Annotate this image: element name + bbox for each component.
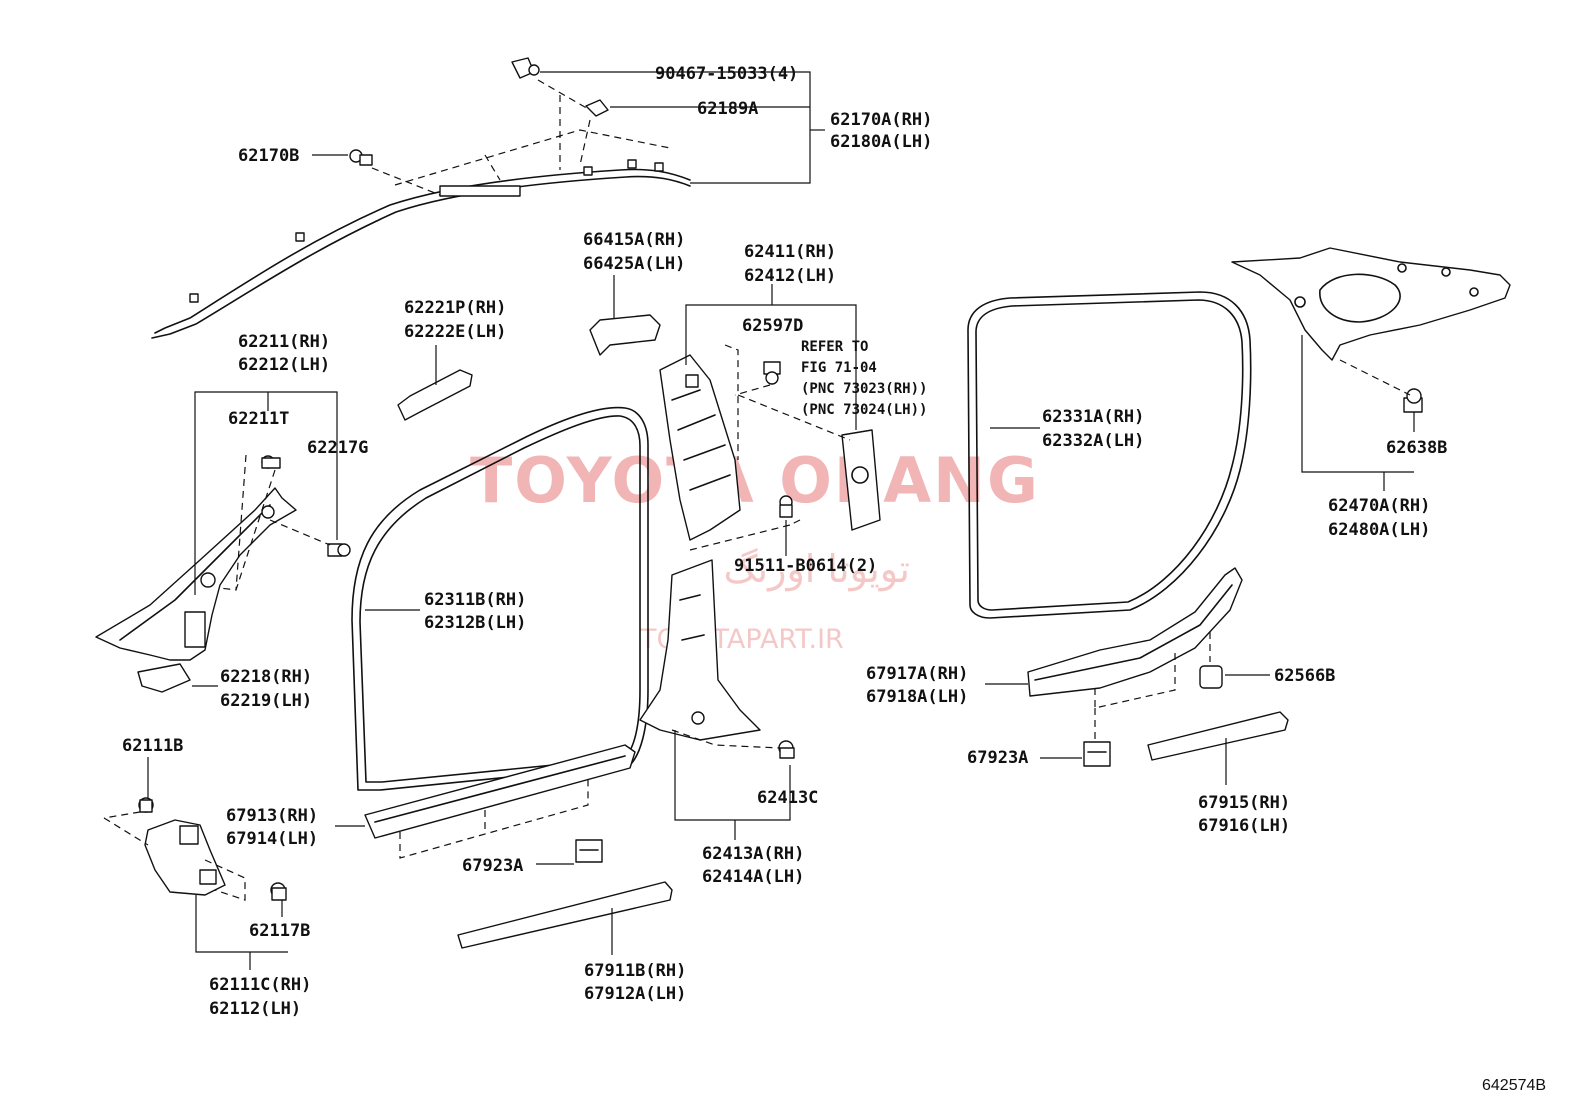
label-67917A: 67917A(RH) [866,664,968,684]
label-62566B: 62566B [1274,666,1335,686]
label-62480A: 62480A(LH) [1328,520,1430,540]
clip-62413C[interactable] [778,740,795,759]
clip-62211T[interactable] [261,455,281,469]
note-refer-to: REFER TO [801,339,868,355]
rear-door-sill-plate[interactable] [1147,711,1289,761]
label-62211: 62211(RH) [238,332,330,352]
label-67913: 67913(RH) [226,806,318,826]
clip-62117B[interactable] [270,882,287,901]
bracket-66415A[interactable] [589,314,661,356]
clip-62170B[interactable] [349,149,373,166]
label-62222E: 62222E(LH) [404,322,506,342]
clip-62638B[interactable] [1403,388,1423,413]
front-pillar-garnish[interactable] [95,487,297,661]
label-66415A: 66415A(RH) [583,230,685,250]
roof-side-inner-garnish[interactable] [1231,247,1511,361]
label-62597D: 62597D [742,316,803,336]
front-door-scuff-plate[interactable] [364,744,636,839]
screw-91511[interactable] [779,495,793,518]
label-67911B: 67911B(RH) [584,961,686,981]
seatbelt-cover[interactable] [841,429,881,531]
bracket-62218[interactable] [137,663,191,693]
label-62217G: 62217G [307,438,368,458]
label-67915: 67915(RH) [1198,793,1290,813]
label-90467-15033: 90467-15033(4) [655,64,798,84]
rear-door-scuff-plate[interactable] [1027,567,1243,697]
label-62638B: 62638B [1386,438,1447,458]
center-pillar-upper-garnish[interactable] [659,354,741,541]
watermark-persian: تویوتا اورنگ [724,547,911,592]
figure-code: 642574B [1482,1077,1546,1094]
label-67916: 67916(LH) [1198,816,1290,836]
label-62331A: 62331A(RH) [1042,407,1144,427]
label-62411: 62411(RH) [744,242,836,262]
label-67914: 67914(LH) [226,829,318,849]
center-pillar-lower-garnish[interactable] [639,559,761,741]
bracket-62221P[interactable] [397,369,473,421]
label-62170B: 62170B [238,146,299,166]
label-62311B: 62311B(RH) [424,590,526,610]
label-62413C: 62413C [757,788,818,808]
note-fig: FIG 71-04 [801,360,877,376]
label-67923A-front: 67923A [462,856,523,876]
label-62414A: 62414A(LH) [702,867,804,887]
label-62170A: 62170A(RH) [830,110,932,130]
label-62111C: 62111C(RH) [209,975,311,995]
note-pnc-lh: (PNC 73024(LH)) [801,402,927,418]
label-62112: 62112(LH) [209,999,301,1019]
label-62189A: 62189A [697,99,758,119]
label-62413A: 62413A(RH) [702,844,804,864]
label-62218: 62218(RH) [220,667,312,687]
label-62211T: 62211T [228,409,289,429]
label-62111B: 62111B [122,736,183,756]
label-66425A: 66425A(LH) [583,254,685,274]
label-62212: 62212(LH) [238,355,330,375]
label-62412: 62412(LH) [744,266,836,286]
roof-side-rail-garnish[interactable] [151,159,691,339]
clip-62566B[interactable] [1199,665,1223,689]
label-67923A-rear: 67923A [967,748,1028,768]
label-62219: 62219(LH) [220,691,312,711]
clip-67923A-front[interactable] [575,839,603,863]
label-62470A: 62470A(RH) [1328,496,1430,516]
front-door-sill-plate[interactable] [457,881,673,949]
rear-door-opening-trim[interactable] [967,291,1252,619]
watermark-brand: TOYOTA OBANG [470,444,1040,517]
label-91511-B0614: 91511-B0614(2) [734,556,877,576]
front-door-opening-trim[interactable] [351,406,649,791]
clip-62189A[interactable] [585,99,609,117]
clip-62597D[interactable] [763,361,781,385]
label-62221P: 62221P(RH) [404,298,506,318]
label-67912A: 67912A(LH) [584,984,686,1004]
label-62332A: 62332A(LH) [1042,431,1144,451]
clip-90467[interactable] [511,57,540,79]
clip-67923A-rear[interactable] [1083,741,1111,767]
cowl-side-trim[interactable] [144,819,226,896]
label-62312B: 62312B(LH) [424,613,526,633]
label-62180A: 62180A(LH) [830,132,932,152]
note-pnc-rh: (PNC 73023(RH)) [801,381,927,397]
clip-62217G[interactable] [327,543,351,557]
clip-62111B[interactable] [138,797,154,813]
label-62117B: 62117B [249,921,310,941]
label-67918A: 67918A(LH) [866,687,968,707]
